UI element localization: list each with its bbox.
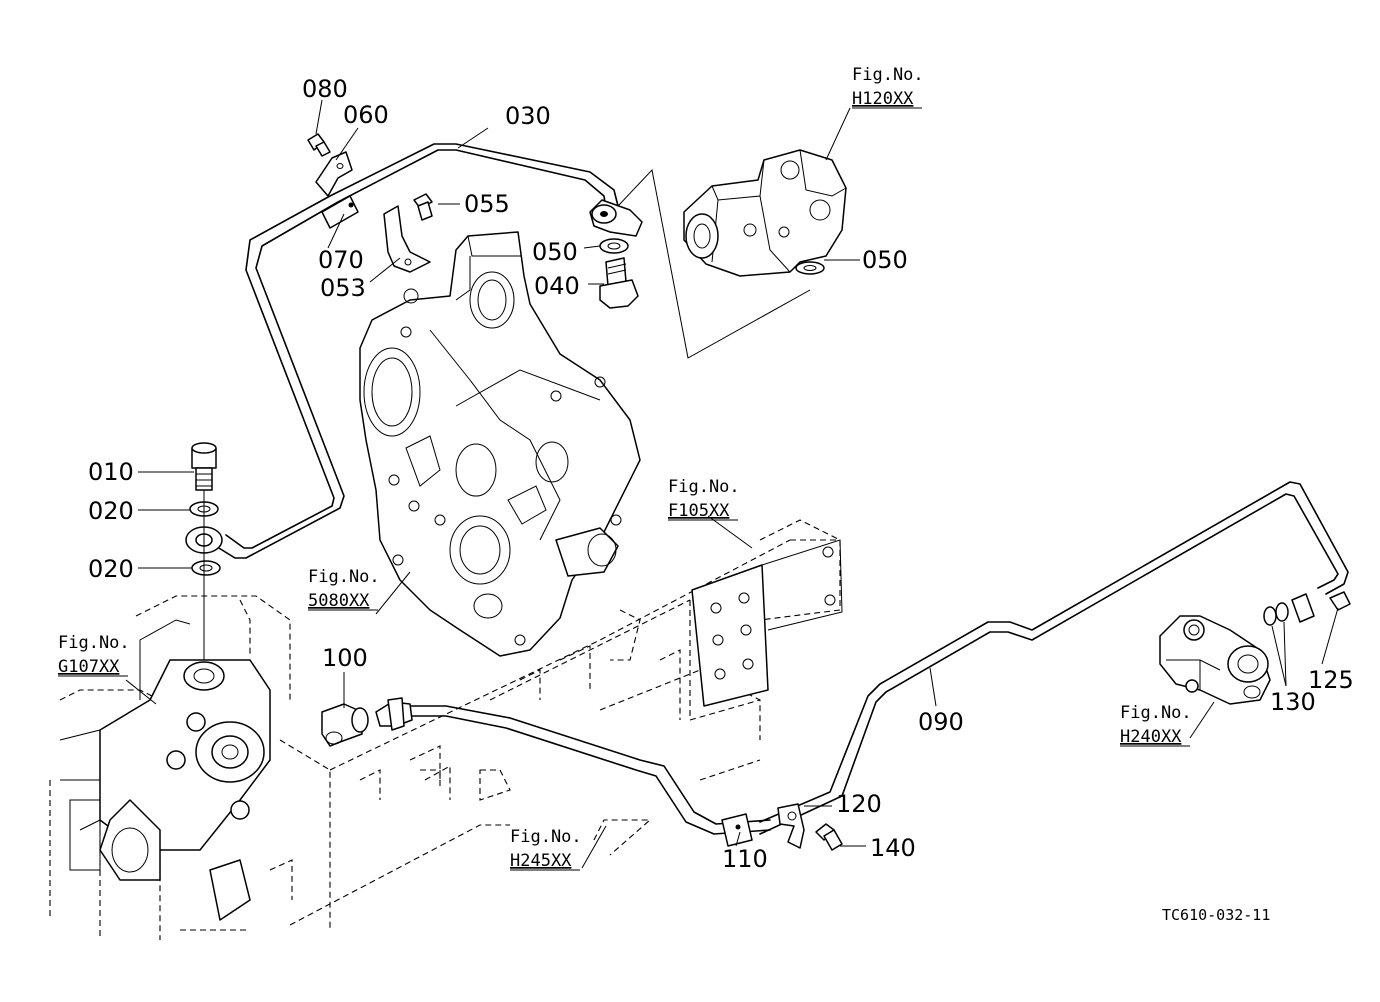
washer-050-upper (599, 238, 629, 254)
label-120: 120 (836, 790, 882, 818)
bolt-140 (815, 823, 843, 851)
clamp-060 (315, 151, 353, 197)
fig-f105-code[interactable]: F105XX (668, 501, 730, 521)
fig-5080-label: Fig.No. (308, 567, 380, 587)
washer-050-pump (795, 261, 825, 275)
label-110: 110 (722, 845, 768, 873)
label-130: 130 (1270, 688, 1316, 716)
fig-g107-label: Fig.No. (58, 633, 130, 653)
bolt-080 (307, 133, 331, 157)
figure-references: Fig.No. H120XX Fig.No. F105XX Fig.No. 50… (58, 65, 1192, 871)
hydraulic-pump-h120 (683, 149, 847, 277)
part-number-labels: 080 060 030 055 070 053 050 040 050 010 … (88, 75, 1354, 873)
leader-lines (125, 99, 1339, 869)
label-050-pump: 050 (862, 246, 908, 274)
label-080: 080 (302, 75, 348, 103)
label-140: 140 (870, 834, 916, 862)
fig-h240-code[interactable]: H240XX (1120, 727, 1182, 747)
fig-h120-label: Fig.No. (852, 65, 924, 85)
label-090: 090 (918, 708, 964, 736)
washer-020-lower (191, 560, 221, 576)
label-010: 010 (88, 458, 134, 486)
pipe-110 (375, 697, 771, 835)
label-030: 030 (505, 102, 551, 130)
panel-f105 (691, 539, 843, 707)
cylinder-unit-h240 (1159, 615, 1271, 705)
label-070: 070 (318, 246, 364, 274)
frame-phantom-lines (49, 519, 841, 940)
clamp-sleeve-070 (321, 195, 359, 229)
label-020-lower: 020 (88, 555, 134, 583)
fig-h240-label: Fig.No. (1120, 703, 1192, 723)
pipe-030 (213, 143, 619, 559)
fig-h120-code[interactable]: H120XX (852, 89, 914, 109)
fig-h245-code[interactable]: H245XX (510, 851, 572, 871)
fig-h245-label: Fig.No. (510, 827, 582, 847)
elbow-fitting-100 (321, 703, 369, 747)
label-050-upper: 050 (532, 238, 578, 266)
valve-assembly-g107 (59, 619, 271, 921)
fitting-125 (1291, 591, 1351, 623)
fig-5080-code[interactable]: 5080XX (308, 591, 370, 611)
bracket-053 (383, 205, 431, 273)
leader-box-h120 (617, 168, 811, 359)
gear-case-5080 (359, 231, 641, 657)
pipe-090 (759, 481, 1349, 835)
banjo-bolt-010 (191, 442, 217, 491)
fig-g107-code[interactable]: G107XX (58, 657, 120, 677)
drawing-code: TC610-032-11 (1162, 906, 1270, 924)
label-053: 053 (320, 274, 366, 302)
label-100: 100 (322, 644, 368, 672)
label-060: 060 (343, 101, 389, 129)
clamp-120 (777, 803, 805, 849)
bolt-055 (413, 193, 433, 221)
clamp-sleeve-110 (721, 813, 753, 847)
label-020-upper: 020 (88, 497, 134, 525)
label-040: 040 (534, 272, 580, 300)
label-125: 125 (1308, 666, 1354, 694)
banjo-bolt-040 (599, 257, 639, 309)
fig-f105-label: Fig.No. (668, 477, 740, 497)
banjo-fitting-upper (589, 199, 643, 237)
label-055: 055 (464, 190, 510, 218)
o-rings-130 (1263, 602, 1289, 626)
